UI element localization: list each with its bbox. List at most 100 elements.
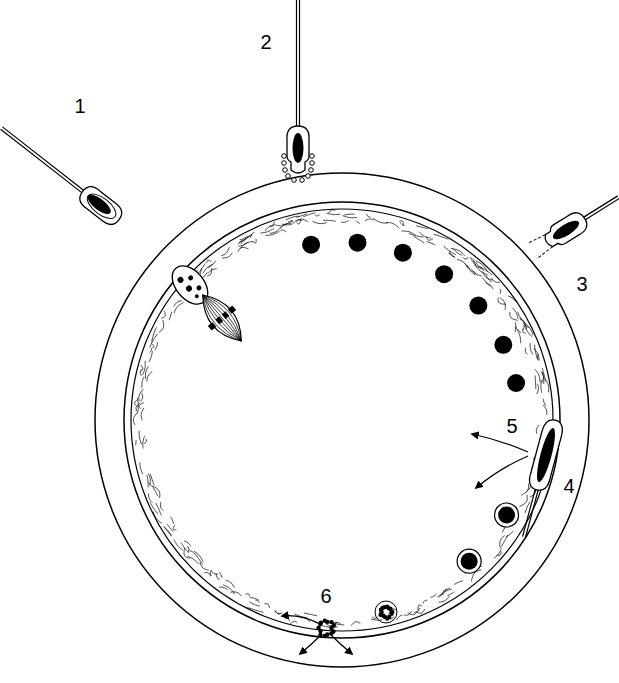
fusing-granule	[457, 549, 481, 573]
cortex-fibre	[534, 348, 539, 360]
sperm-contents-arrow	[472, 434, 528, 452]
cortex-fibre	[464, 263, 476, 273]
fusing-granule	[495, 503, 519, 527]
cortex-fibre	[439, 588, 450, 598]
cortex-fibre	[427, 237, 433, 240]
cortex-fibre	[133, 413, 137, 425]
cortex-fibre	[296, 219, 308, 222]
cortex-fibre	[148, 493, 152, 502]
cortex-fibre	[152, 327, 157, 341]
cortex-fibre	[522, 329, 525, 334]
cortex-fibre	[174, 300, 182, 306]
cortex-fibre	[500, 535, 508, 548]
cortex-fibre	[260, 229, 273, 233]
cortex-fibre	[328, 210, 335, 213]
cortex-fibre	[140, 369, 141, 375]
cortex-fibre	[285, 618, 289, 621]
granule-content	[323, 634, 327, 638]
cortex-fibre	[169, 312, 172, 321]
release-arrow	[330, 634, 352, 654]
cortex-fibre	[140, 462, 143, 474]
cortex-fibre	[542, 368, 546, 381]
cortex-fibre	[221, 247, 229, 255]
cortex-fibre	[497, 551, 501, 555]
cortex-fibre	[521, 483, 529, 495]
cortex-fibre	[315, 214, 320, 216]
cortex-fibre	[275, 223, 287, 225]
cortex-fibre	[142, 377, 144, 388]
cortex-fibre	[404, 611, 412, 615]
cortex-fibre	[184, 548, 190, 558]
cortex-fibre	[230, 592, 241, 596]
cortex-fibre	[530, 343, 533, 354]
cortex-fibre	[164, 526, 172, 535]
granule-content	[388, 607, 392, 611]
cortex-fibre	[153, 512, 162, 524]
cortex-fibre	[401, 231, 415, 235]
cortex-fibre	[150, 348, 152, 353]
cortex-fibre	[210, 571, 212, 576]
cortex-fibre	[303, 213, 315, 217]
cortex-fibre	[161, 311, 165, 319]
cortex-fibre	[139, 389, 144, 401]
cortex-fibre	[275, 610, 281, 614]
cortex-fibre	[423, 600, 428, 603]
cortex-fibre	[151, 343, 154, 348]
sperm-intact	[0, 119, 126, 228]
cortex-fibre	[144, 439, 147, 444]
cortex-fibre	[181, 543, 189, 554]
cortex-fibre	[517, 329, 521, 343]
cortex-fibre	[414, 236, 425, 243]
callout-number: 2	[258, 31, 273, 53]
cortex-fibre	[366, 214, 371, 217]
cortex-fibre	[189, 551, 194, 554]
cortex-fibre	[219, 587, 228, 590]
cortex-fibre	[288, 220, 292, 223]
cortex-fibre	[216, 574, 220, 580]
cortex-fibre	[418, 605, 422, 610]
egg-membrane	[131, 209, 553, 631]
cortex-fibre	[304, 613, 317, 616]
cortex-fibre	[246, 594, 250, 597]
cortex-fibre	[207, 268, 212, 276]
callout-number: 3	[574, 273, 589, 295]
cortex-fibre	[500, 298, 506, 310]
cortex-fibre	[454, 581, 463, 585]
cortex-fibre	[494, 549, 502, 559]
cortex-fibre	[171, 517, 174, 524]
cortex-fibre	[470, 257, 479, 267]
cortex-fibre	[136, 403, 140, 411]
callout-number: 4	[561, 475, 576, 497]
sperm-acrosome-reaction	[282, 0, 315, 182]
cortex-fibre	[200, 562, 209, 570]
cortical-granule	[507, 374, 525, 392]
cortex-fibre	[240, 238, 247, 241]
cortex-fibre	[508, 296, 516, 302]
cortex-fibre	[515, 326, 516, 332]
cortex-fibre	[373, 218, 388, 223]
cortex-fibre	[264, 604, 269, 608]
cortex-fibre	[155, 342, 157, 349]
cortex-fibre	[512, 308, 518, 319]
cortex-fibre	[207, 260, 212, 263]
granule-content	[332, 623, 336, 627]
cortex-fibre	[396, 615, 402, 620]
cortex-fibre	[409, 233, 424, 237]
cortex-fibre	[323, 220, 336, 221]
cortex-fibre	[356, 220, 360, 223]
cortex-fibre	[253, 239, 256, 243]
cortex-fibre	[223, 585, 235, 594]
cortex-fibre	[416, 226, 428, 229]
cortex-fibre	[159, 320, 164, 332]
cortex-fibre	[483, 271, 493, 280]
cortex-fibre	[434, 234, 449, 239]
cortex-fibre	[427, 241, 436, 244]
cortex-fibre	[140, 393, 142, 402]
cortex-fibre	[545, 378, 549, 392]
cortex-fibre	[238, 243, 247, 247]
cortex-fibre	[453, 248, 462, 255]
cortex-fibre	[219, 572, 222, 578]
cortex-fibre	[431, 594, 437, 598]
cortex-fibre	[451, 249, 465, 256]
